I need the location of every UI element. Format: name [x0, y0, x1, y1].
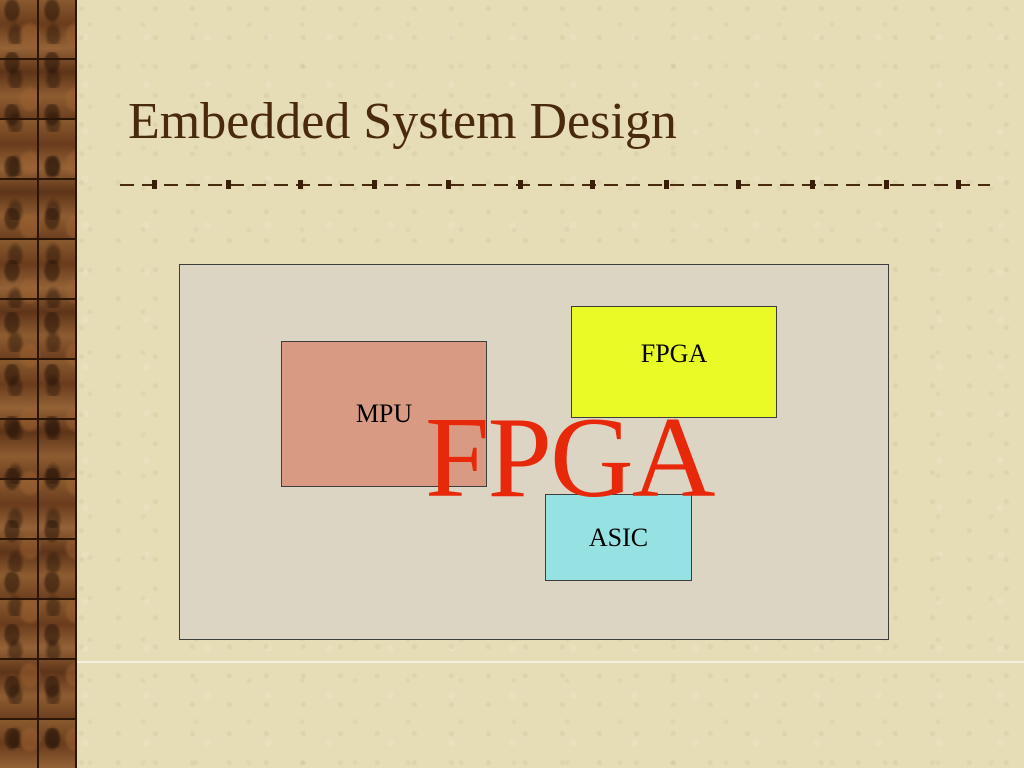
footer-divider: [77, 661, 1024, 663]
woodgrain-border-edge: [75, 0, 77, 768]
divider-dot: [152, 180, 157, 189]
title-divider-dots: [120, 180, 990, 190]
asic-label: ASIC: [588, 522, 649, 552]
woodgrain-border-grid: [0, 0, 77, 768]
divider-dot: [590, 180, 595, 189]
title-divider: [120, 184, 990, 186]
divider-dot: [664, 180, 669, 189]
fpga-overlay-label: FPGA: [425, 394, 716, 522]
fpga-block: FPGA: [571, 306, 777, 418]
divider-dot: [884, 180, 889, 189]
fpga-label: FPGA: [640, 339, 708, 368]
mpu-label: MPU: [355, 399, 413, 428]
slide-title: Embedded System Design: [128, 93, 677, 150]
divider-dot: [956, 180, 961, 189]
asic-block: ASIC: [545, 494, 692, 581]
mpu-block: MPU: [281, 341, 487, 487]
divider-dot: [518, 180, 523, 189]
divider-dot: [446, 180, 451, 189]
divider-dot: [298, 180, 303, 189]
divider-dot: [810, 180, 815, 189]
divider-dot: [226, 180, 231, 189]
divider-dot: [736, 180, 741, 189]
divider-dot: [372, 180, 377, 189]
